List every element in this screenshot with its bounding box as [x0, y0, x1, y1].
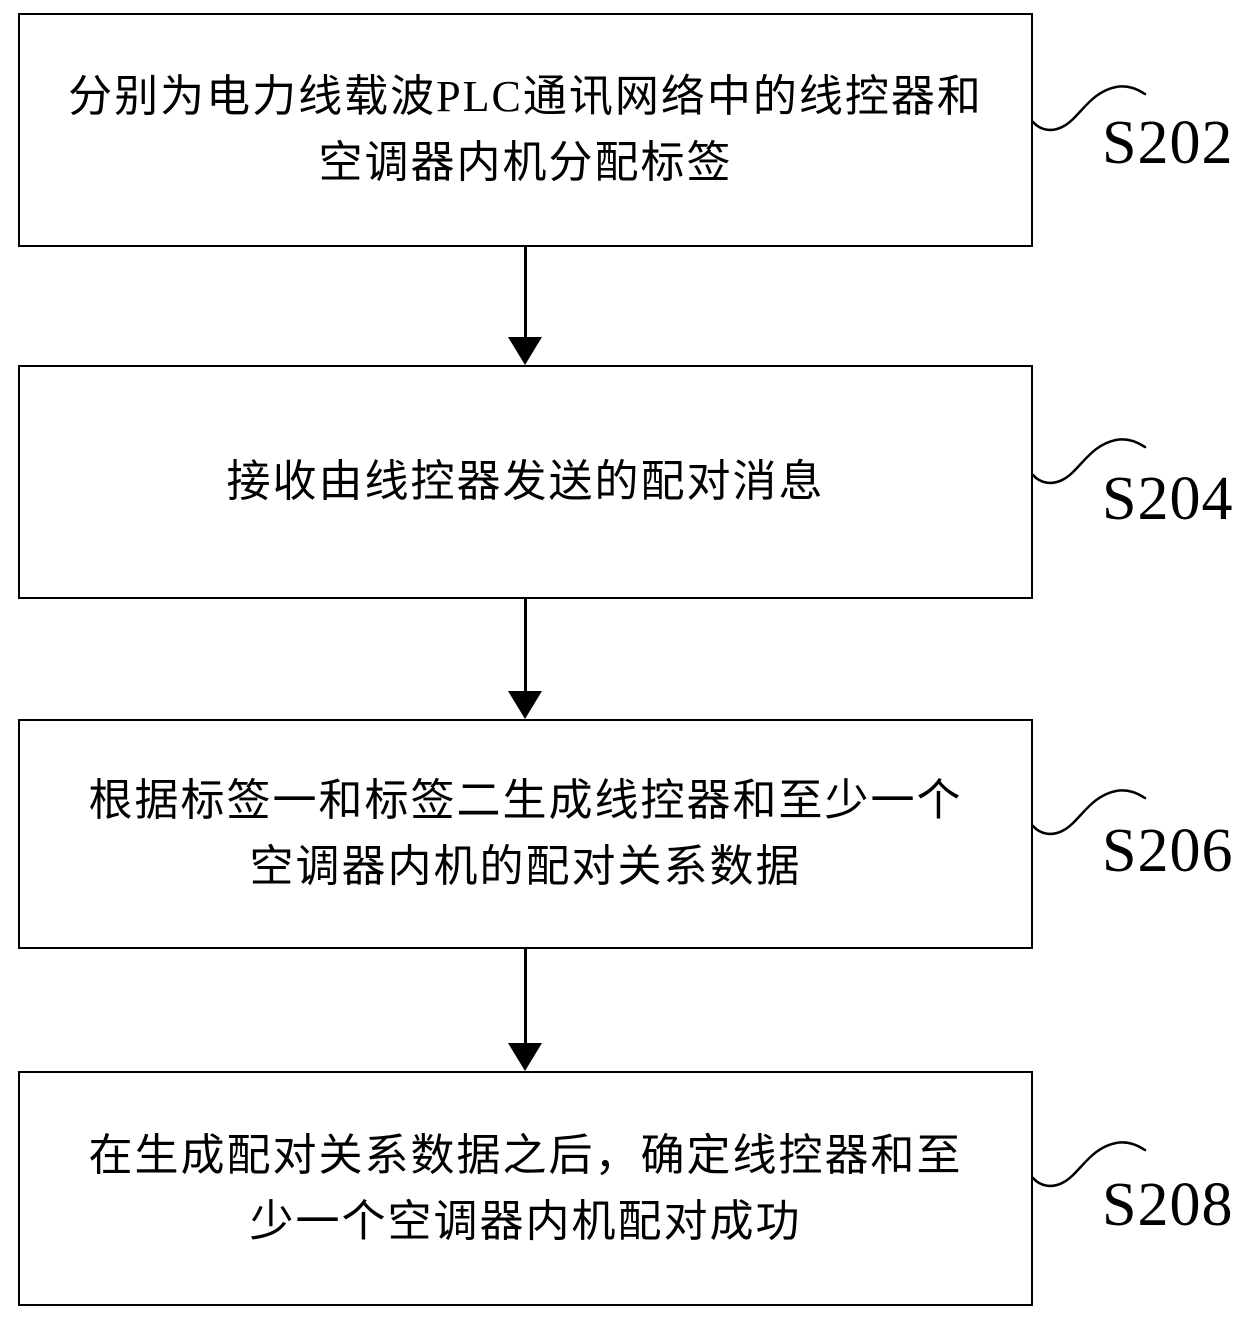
flow-box-step-s204: 接收由线控器发送的配对消息 — [18, 365, 1033, 599]
flow-box-step-s208: 在生成配对关系数据之后，确定线控器和至 少一个空调器内机配对成功 — [18, 1071, 1033, 1306]
flow-box-step-s206: 根据标签一和标签二生成线控器和至少一个 空调器内机的配对关系数据 — [18, 719, 1033, 949]
label-connector-squiggle — [1031, 789, 1147, 836]
flow-arrow — [508, 949, 542, 1071]
flow-arrow — [508, 247, 542, 365]
step-label-s204: S204 — [1102, 465, 1234, 533]
arrow-down-icon — [508, 1043, 542, 1071]
flow-box-text-line: 空调器内机的配对关系数据 — [249, 842, 802, 891]
flow-box-text-line: 在生成配对关系数据之后，确定线控器和至 — [88, 1130, 963, 1180]
label-connector-squiggle — [1031, 438, 1147, 485]
step-label-s206: S206 — [1102, 817, 1234, 885]
flow-box-text-line: 少一个空调器内机配对成功 — [249, 1196, 802, 1246]
flow-arrow-shaft — [523, 949, 527, 1045]
flow-box-step-s202: 分别为电力线载波PLC通讯网络中的线控器和 空调器内机分配标签 — [18, 13, 1033, 247]
flow-arrow — [508, 599, 542, 719]
flow-arrow-shaft — [523, 247, 527, 339]
flow-arrow-shaft — [523, 599, 527, 693]
flow-box-text-line: 根据标签一和标签二生成线控器和至少一个 — [88, 776, 963, 825]
arrow-down-icon — [508, 691, 542, 719]
label-connector-squiggle — [1031, 1141, 1147, 1188]
flow-box-text-line: 空调器内机分配标签 — [318, 138, 733, 187]
flow-box-text-line: 分别为电力线载波PLC通讯网络中的线控器和 — [68, 72, 983, 121]
arrow-down-icon — [508, 337, 542, 365]
flow-box-text-line: 接收由线控器发送的配对消息 — [226, 457, 825, 506]
step-label-s208: S208 — [1102, 1171, 1234, 1239]
step-label-s202: S202 — [1102, 109, 1234, 177]
label-connector-squiggle — [1031, 85, 1147, 132]
